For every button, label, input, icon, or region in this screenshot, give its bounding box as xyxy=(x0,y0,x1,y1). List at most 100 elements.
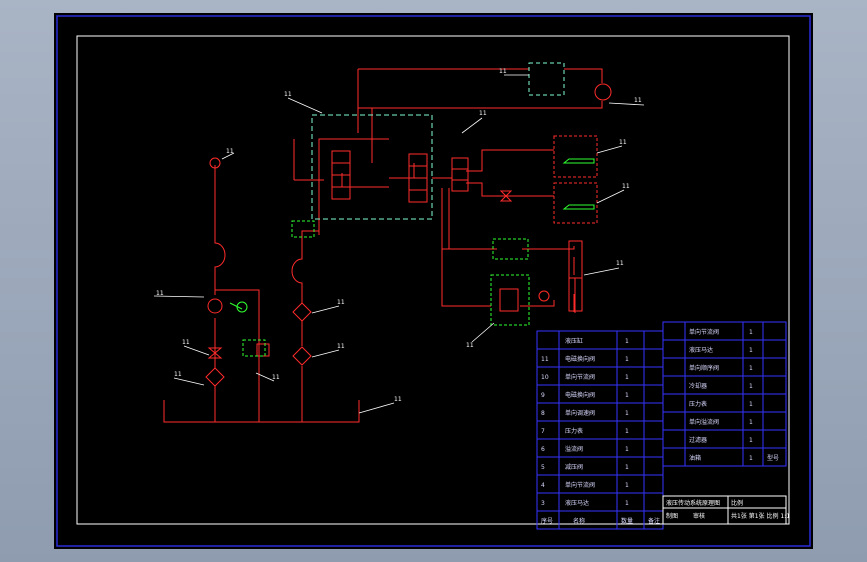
table-cell-name: 减压阀 xyxy=(565,463,583,471)
table-cell-name: 溢流阀 xyxy=(565,445,583,453)
leader-number: 11 xyxy=(479,110,487,117)
title-block xyxy=(662,495,787,525)
table-cell-no: 10 xyxy=(541,374,549,381)
cooler-symbol xyxy=(292,346,312,366)
pump-pressure-line xyxy=(214,173,226,295)
table-cell-no: 4 xyxy=(541,482,545,489)
table-cell-name: 压力表 xyxy=(689,400,707,408)
table-cell-name: 电磁换向阀 xyxy=(565,391,595,399)
table-cell-qty: 1 xyxy=(625,464,629,471)
hydraulic-motor-symbol xyxy=(594,83,612,101)
pump-symbol xyxy=(207,298,223,314)
table-cell-qty: 1 xyxy=(625,392,629,399)
actuator-box-1 xyxy=(553,135,598,178)
check-valve-symbol xyxy=(207,347,223,359)
table-cell-qty: 1 xyxy=(625,500,629,507)
table-cell-qty: 1 xyxy=(625,428,629,435)
table-cell-name: 油箱 xyxy=(689,454,701,462)
pilot-components xyxy=(229,158,595,357)
table-cell-note: 型号 xyxy=(767,454,779,462)
cooler-symbol-2 xyxy=(292,302,312,322)
table-cell-qty: 1 xyxy=(625,482,629,489)
leader-number: 11 xyxy=(634,97,642,104)
leader-number: 11 xyxy=(226,148,234,155)
throttle-valve-symbol xyxy=(499,190,513,202)
table-cell-qty: 1 xyxy=(625,338,629,345)
table-cell-qty: 1 xyxy=(625,356,629,363)
table-cell-name: 过滤器 xyxy=(689,436,707,444)
leader-number: 11 xyxy=(619,139,627,146)
leader-number: 11 xyxy=(284,91,292,98)
leader-number: 11 xyxy=(272,374,280,381)
pressure-gauge-right xyxy=(538,290,550,302)
table-cell-qty: 1 xyxy=(749,437,753,444)
table-cell-name: 液压马达 xyxy=(689,346,713,354)
leader-lines xyxy=(153,74,645,414)
table-cell-name: 单向溢流阀 xyxy=(689,418,719,426)
table-cell-qty: 1 xyxy=(749,455,753,462)
table-cell-name: 单向节流阀 xyxy=(689,328,719,336)
filter-symbol xyxy=(205,367,225,387)
table-cell-name: 液压缸 xyxy=(565,337,583,345)
table-cell-qty: 1 xyxy=(625,410,629,417)
leader-number: 11 xyxy=(337,299,345,306)
relief-return-line xyxy=(215,289,260,422)
leader-number: 11 xyxy=(174,371,182,378)
table-cell-qty: 1 xyxy=(749,383,753,390)
table-header-cell: 数量 xyxy=(621,517,633,525)
tank-line xyxy=(163,400,360,423)
table-cell-qty: 1 xyxy=(749,401,753,408)
leader-number: 11 xyxy=(622,183,630,190)
leader-number: 11 xyxy=(337,343,345,350)
table-cell-name: 冷却器 xyxy=(689,382,707,390)
table-cell-qty: 1 xyxy=(625,446,629,453)
drawn-label: 制图 xyxy=(666,512,678,520)
title-footer: 共1张 第1张 比例 1:1 xyxy=(731,512,790,520)
outer-frame xyxy=(56,15,811,547)
table-header-cell: 名称 xyxy=(573,517,585,525)
table-cell-qty: 1 xyxy=(749,365,753,372)
electric-motor-symbol xyxy=(236,301,248,313)
components xyxy=(205,83,612,387)
table-cell-qty: 1 xyxy=(625,374,629,381)
table-cell-no: 5 xyxy=(541,464,545,471)
dashed-boxes xyxy=(311,62,598,224)
table-cell-no: 3 xyxy=(541,500,545,507)
table-cell-name: 压力表 xyxy=(565,427,583,435)
inner-frame xyxy=(76,35,790,525)
table-cell-name: 单向调速阀 xyxy=(565,409,595,417)
table-cell-qty: 1 xyxy=(749,347,753,354)
leader-number: 11 xyxy=(182,339,190,346)
table-cell-name: 单向顺序阀 xyxy=(689,364,719,372)
scale-label: 比例 xyxy=(731,499,743,507)
table-cell-name: 电磁换向阀 xyxy=(565,355,595,363)
table-cell-no: 11 xyxy=(541,356,549,363)
pressure-gauge-left xyxy=(209,157,221,169)
table-cell-name: 单向节流阀 xyxy=(565,373,595,381)
return-line xyxy=(291,138,389,303)
drawing-title: 液压传动系统原理图 xyxy=(666,499,720,507)
table-cell-no: 9 xyxy=(541,392,545,399)
leader-number: 11 xyxy=(616,260,624,267)
cylinder-branch-line xyxy=(441,249,491,307)
table-header-cell: 序号 xyxy=(541,517,553,525)
valve-block-box xyxy=(311,114,433,220)
table-header-cell: 备注 xyxy=(648,517,660,525)
motor-valve-box xyxy=(528,62,565,96)
actuator-box-2 xyxy=(553,182,598,224)
table-cell-no: 8 xyxy=(541,410,545,417)
leader-number: 11 xyxy=(499,68,507,75)
table-cell-name: 液压马达 xyxy=(565,499,589,507)
table-cell-qty: 1 xyxy=(749,419,753,426)
table-cell-no: 7 xyxy=(541,428,545,435)
relief-valve-symbol xyxy=(499,288,519,312)
checked-label: 审核 xyxy=(693,512,705,520)
table-cell-no: 6 xyxy=(541,446,545,453)
leader-number: 11 xyxy=(156,290,164,297)
table-cell-qty: 1 xyxy=(749,329,753,336)
leader-number: 11 xyxy=(394,396,402,403)
